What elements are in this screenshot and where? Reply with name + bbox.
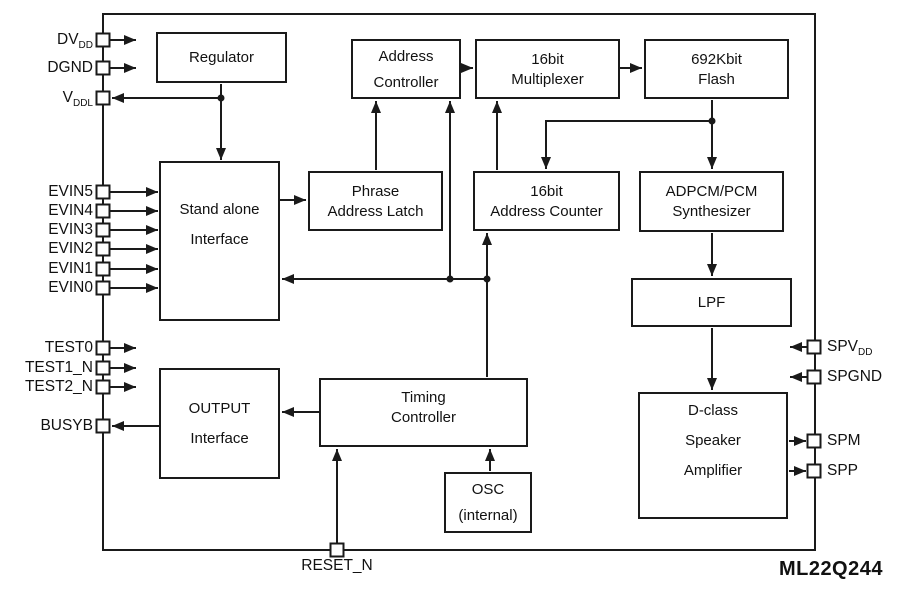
- pin-square-dvdd: [95, 32, 111, 48]
- pin-square-resetn: [329, 542, 345, 558]
- pin-label-test0: TEST0: [44, 339, 93, 356]
- pin-square-test0: [95, 340, 111, 356]
- pin-square-evin1: [95, 261, 111, 277]
- pin-square-vddl: [95, 90, 111, 106]
- block-label: Interface: [190, 230, 249, 248]
- pin-label-evin0: EVIN0: [48, 279, 93, 296]
- pin-label-evin1: EVIN1: [48, 260, 93, 277]
- block-regulator: Regulator: [156, 32, 287, 83]
- junction-dot: [708, 117, 716, 125]
- pin-square-evin4: [95, 203, 111, 219]
- pin-label-test1n: TEST1_N: [24, 359, 93, 376]
- pin-square-evin5: [95, 184, 111, 200]
- block-label: OUTPUT: [188, 400, 251, 417]
- wire-flash-counter: [541, 120, 712, 169]
- pin-square-test2n: [95, 379, 111, 395]
- pin-label-spgnd: SPGND: [827, 368, 883, 385]
- block-label: Controller: [390, 409, 457, 426]
- pin-label-evin3: EVIN3: [48, 221, 93, 238]
- pin-label-spm: SPM: [827, 432, 861, 449]
- block-timing-controller: Timing Controller: [319, 378, 528, 447]
- junction-dot: [483, 275, 491, 283]
- block-label: Regulator: [188, 49, 255, 66]
- block-label: (internal): [458, 507, 518, 524]
- pin-label-spp: SPP: [827, 462, 859, 479]
- pin-label-dgnd: DGND: [47, 59, 93, 76]
- block-label: 692Kbit: [691, 50, 742, 68]
- block-label: Address: [378, 47, 434, 65]
- pin-square-spvdd: [806, 339, 822, 355]
- pin-square-spgnd: [806, 369, 822, 385]
- block-label: Speaker: [685, 432, 741, 449]
- block-dclass-amplifier: D-class Speaker Amplifier: [638, 392, 788, 519]
- block-label: Interface: [190, 430, 249, 447]
- block-lpf: LPF: [631, 278, 792, 327]
- pin-square-evin0: [95, 280, 111, 296]
- block-label: Amplifier: [683, 462, 743, 479]
- block-label: Address Counter: [490, 202, 603, 220]
- block-label: 16bit: [530, 182, 563, 200]
- junction-dot: [446, 275, 454, 283]
- pin-square-spm: [806, 433, 822, 449]
- block-label: Address Latch: [327, 202, 424, 220]
- block-label: Stand alone: [179, 200, 260, 218]
- pin-square-evin3: [95, 222, 111, 238]
- pin-label-vddl: VDDL: [62, 89, 93, 110]
- pin-square-test1n: [95, 360, 111, 376]
- block-label: Flash: [698, 70, 735, 88]
- pin-label-test2n: TEST2_N: [24, 378, 93, 395]
- block-16bit-multiplexer: 16bit Multiplexer: [475, 39, 620, 99]
- block-label: 16bit: [531, 50, 564, 68]
- pin-square-busyb: [95, 418, 111, 434]
- junction-dot: [217, 94, 225, 102]
- block-label: Phrase: [351, 182, 400, 200]
- pin-label-resetn: RESET_N: [301, 557, 373, 574]
- pin-label-evin5: EVIN5: [48, 183, 93, 200]
- pin-label-busyb: BUSYB: [40, 417, 93, 434]
- pin-square-evin2: [95, 241, 111, 257]
- block-label: Controller: [373, 73, 439, 91]
- block-label: Multiplexer: [511, 70, 584, 88]
- block-output-interface: OUTPUT Interface: [159, 368, 280, 479]
- pin-square-spp: [806, 463, 822, 479]
- pin-square-dgnd: [95, 60, 111, 76]
- pin-label-evin2: EVIN2: [48, 240, 93, 257]
- block-16bit-address-counter: 16bit Address Counter: [473, 171, 620, 231]
- block-label: OSC: [471, 481, 505, 498]
- block-standalone-interface: Stand alone Interface: [159, 161, 280, 321]
- pin-label-evin4: EVIN4: [48, 202, 93, 219]
- block-adpcm-synthesizer: ADPCM/PCM Synthesizer: [639, 171, 784, 232]
- pin-label-dvdd: DVDD: [57, 31, 93, 52]
- block-address-controller: Address Controller: [351, 39, 461, 99]
- block-label: D-class: [687, 402, 738, 419]
- pin-label-spvdd: SPVDD: [827, 338, 873, 359]
- block-label: ADPCM/PCM: [665, 183, 758, 200]
- block-flash: 692Kbit Flash: [644, 39, 789, 99]
- part-number-label: ML22Q244: [778, 558, 883, 580]
- block-osc: OSC (internal): [444, 472, 532, 533]
- block-phrase-address-latch: Phrase Address Latch: [308, 171, 443, 231]
- block-label: Timing: [401, 389, 446, 406]
- block-label: Synthesizer: [672, 203, 751, 220]
- block-label: LPF: [697, 294, 726, 311]
